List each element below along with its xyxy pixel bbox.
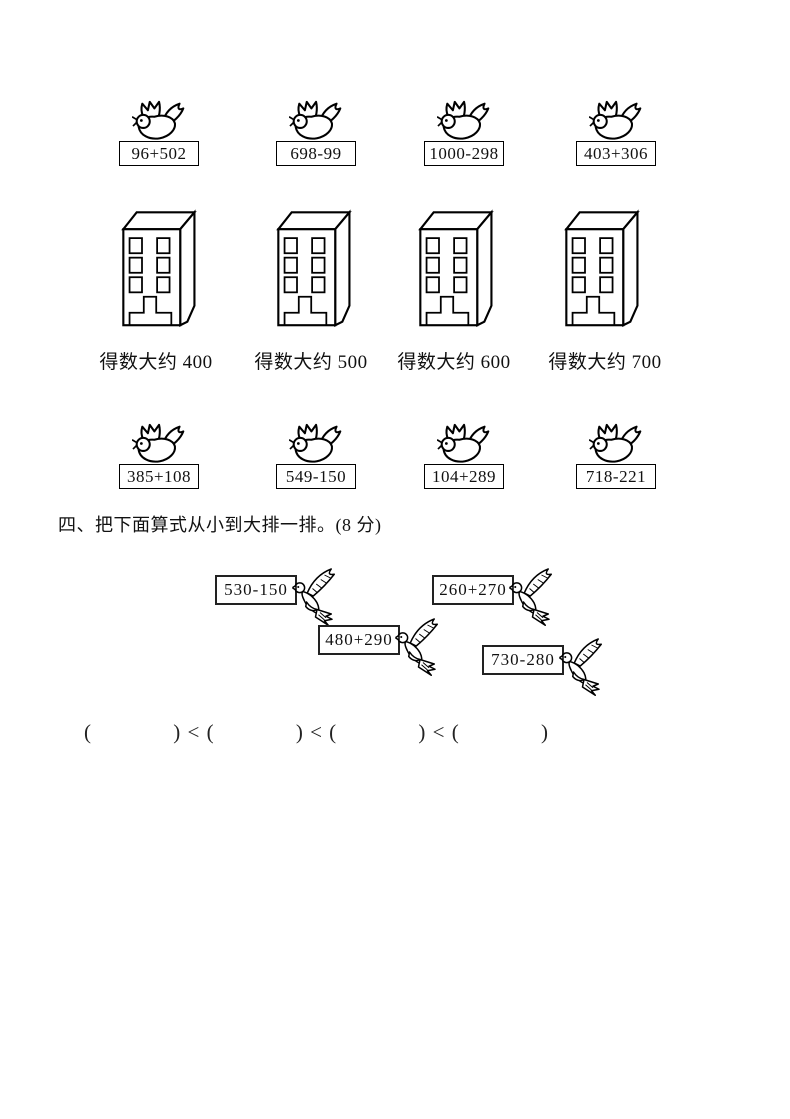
building-result-label: 得数大约 700 — [548, 352, 662, 373]
expression-box: 385+108 — [119, 464, 199, 489]
expression-box: 698-99 — [276, 141, 356, 166]
building-icon — [273, 206, 353, 336]
bird-icon — [437, 100, 493, 141]
bird-icon — [289, 423, 345, 464]
building-result-label: 得数大约 400 — [99, 352, 213, 373]
answer-line: ( ) < ( ) < ( ) < ( ) — [84, 720, 549, 744]
building-icon — [118, 206, 198, 336]
bird-icon — [132, 423, 188, 464]
dove-icon — [558, 636, 604, 696]
dove-icon — [394, 616, 440, 676]
expression-box: 549-150 — [276, 464, 356, 489]
expression-box: 1000-298 — [424, 141, 504, 166]
building-result-label: 得数大约 500 — [254, 352, 368, 373]
expression-card: 730-280 — [482, 645, 564, 675]
building-result-label: 得数大约 600 — [397, 352, 511, 373]
bird-icon — [589, 423, 645, 464]
bird-icon — [289, 100, 345, 141]
expression-box: 718-221 — [576, 464, 656, 489]
expression-box: 403+306 — [576, 141, 656, 166]
expression-card: 260+270 — [432, 575, 514, 605]
dove-icon — [291, 566, 337, 626]
building-icon — [561, 206, 641, 336]
expression-card: 530-150 — [215, 575, 297, 605]
expression-card: 480+290 — [318, 625, 400, 655]
dove-icon — [508, 566, 554, 626]
expression-box: 104+289 — [424, 464, 504, 489]
section-title: 四、把下面算式从小到大排一排。(8 分) — [58, 515, 382, 535]
bird-icon — [589, 100, 645, 141]
bird-icon — [132, 100, 188, 141]
bird-icon — [437, 423, 493, 464]
expression-box: 96+502 — [119, 141, 199, 166]
building-icon — [415, 206, 495, 336]
